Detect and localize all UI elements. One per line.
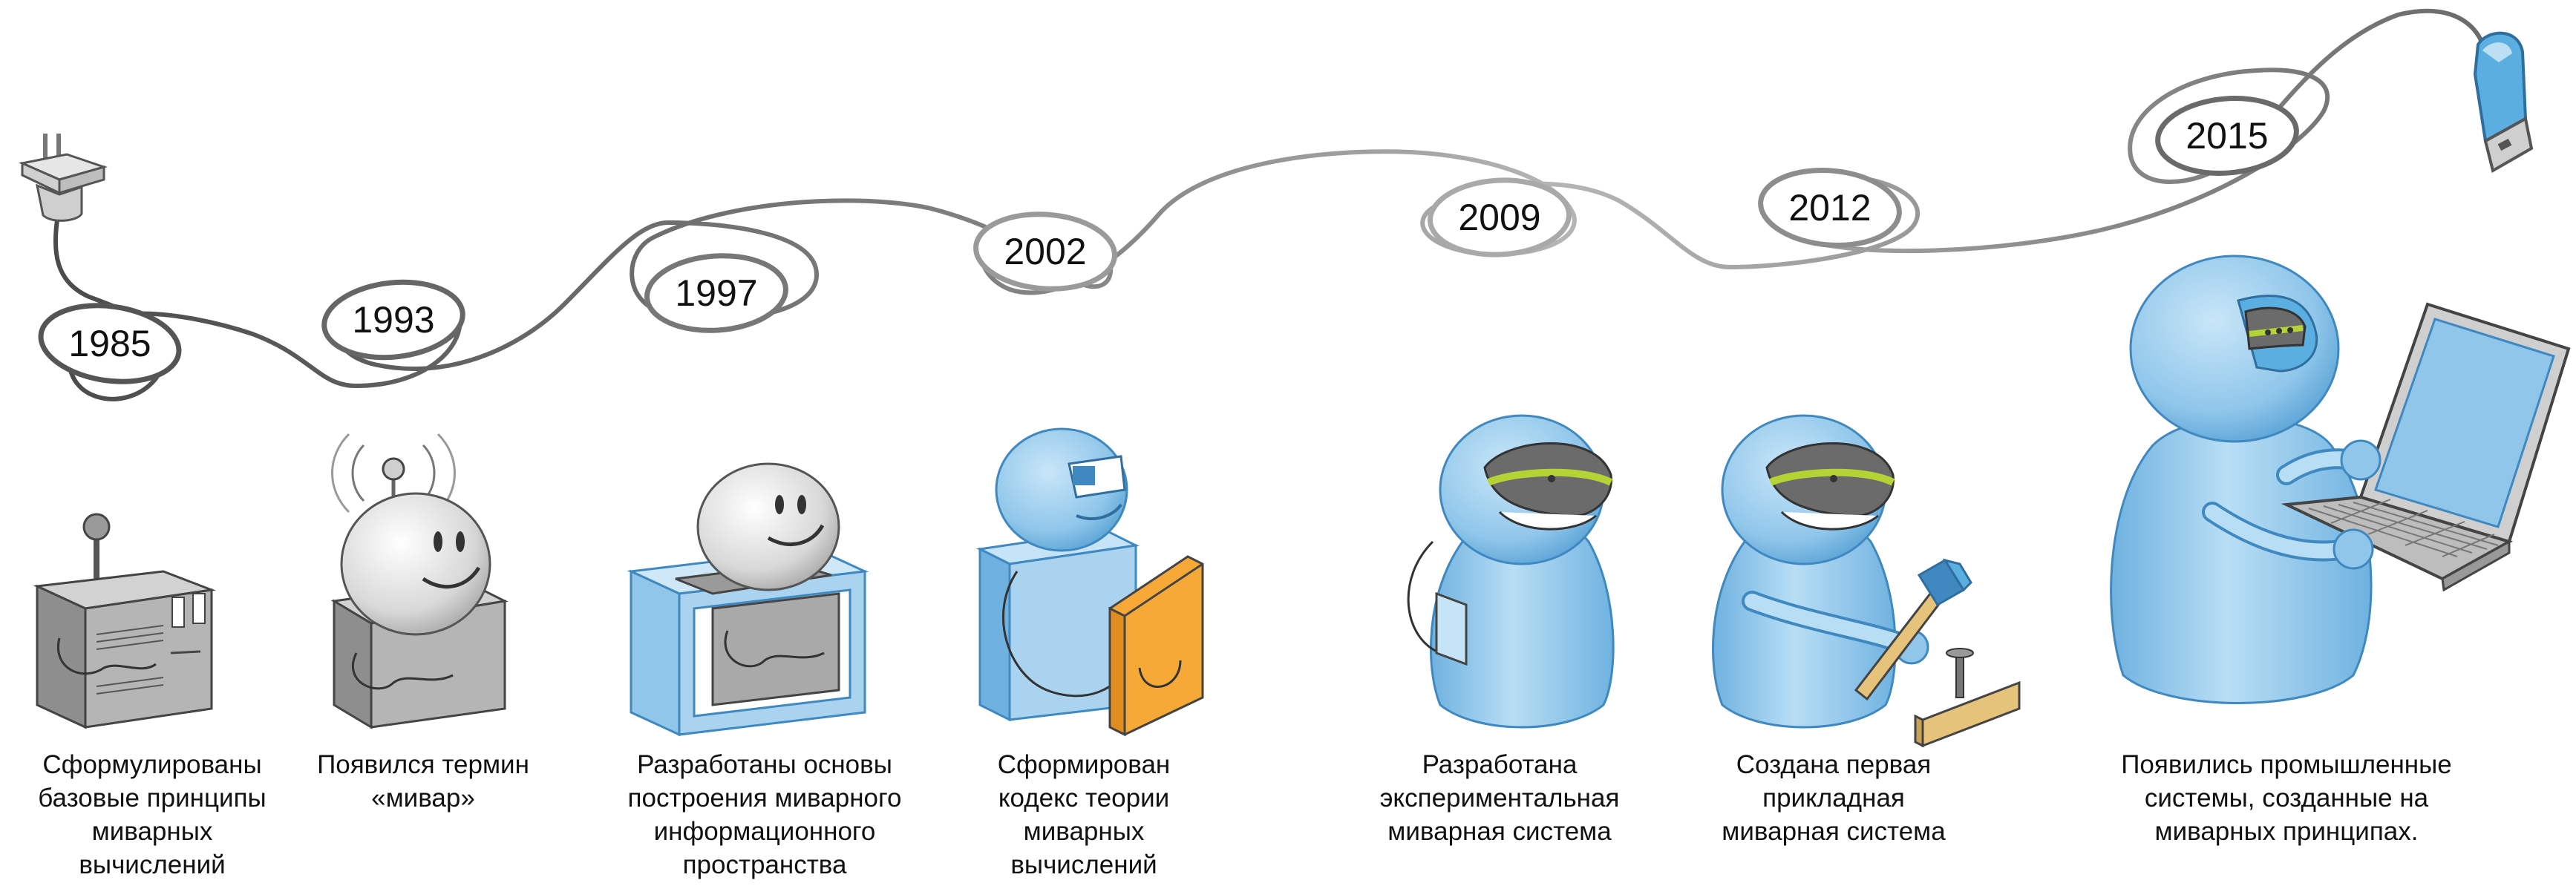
milestone-caption-2002: Сформирован кодекс теории миварных вычис…: [943, 748, 1225, 882]
caption-line: Сформирован: [997, 750, 1171, 779]
milestone-caption-1993: Появился термин «мивар»: [267, 748, 579, 815]
caption-line: миварных: [91, 817, 213, 846]
book-icon: [1108, 555, 1204, 737]
caption-line: Появились промышленные: [2121, 750, 2452, 779]
robot-1993-antenna: [330, 433, 509, 729]
laptop-icon: [2281, 302, 2571, 592]
caption-line: базовые принципы: [38, 784, 267, 813]
caption-line: Разработаны основы: [637, 750, 892, 779]
caption-line: прикладная: [1762, 784, 1905, 813]
caption-line: Разработана: [1422, 750, 1578, 779]
caption-line: информационного: [653, 817, 876, 846]
year-label: 2012: [1788, 187, 1871, 229]
caption-line: Появился термин: [317, 750, 529, 779]
caption-line: миварная система: [1722, 817, 1946, 846]
usb-plug-icon: [2473, 31, 2534, 174]
caption-line: миварная система: [1387, 817, 1612, 846]
caption-line: системы, созданные на: [2144, 784, 2429, 813]
year-loop: [38, 303, 182, 384]
year-label: 2009: [1458, 197, 1540, 238]
caption-line: «мивар»: [371, 784, 475, 813]
year-labels: 1985 1993 1997 2002 2009 2012 2015: [38, 96, 2299, 384]
milestone-caption-2009: Разработана экспериментальная миварная с…: [1336, 748, 1663, 848]
caption-line: вычислений: [1010, 850, 1157, 879]
robot-1985-box: [33, 513, 216, 729]
caption-line: вычислений: [79, 850, 226, 879]
caption-line: экспериментальная: [1379, 784, 1620, 813]
caption-line: пространства: [682, 850, 847, 879]
caption-line: кодекс теории: [998, 784, 1170, 813]
robot-2012-hammer: [1712, 414, 2021, 748]
year-loop: [644, 253, 788, 333]
robot-2009-experimental: [1407, 414, 1615, 729]
year-loop: [973, 211, 1117, 292]
caption-line: Создана первая: [1736, 750, 1932, 779]
milestone-caption-2015: Появились промышленные системы, созданны…: [2093, 748, 2479, 848]
hammer-icon: [1854, 558, 1972, 701]
caption-line: Сформулированы: [42, 750, 262, 779]
year-label: 2002: [1004, 231, 1086, 272]
caption-line: построения миварного: [627, 784, 902, 813]
power-plug-icon: [19, 134, 108, 222]
robot-2002-book: [976, 427, 1204, 737]
year-loop: [1427, 177, 1572, 257]
robot-2015-industrial: [2110, 255, 2571, 704]
year-loop: [2155, 96, 2299, 176]
year-loop: [321, 279, 465, 361]
caption-line: миварных принципах.: [2154, 817, 2419, 846]
robot-1997-frame: [627, 462, 869, 737]
milestone-caption-1997: Разработаны основы построения миварного …: [586, 748, 943, 882]
year-loop: [1758, 168, 1902, 248]
year-label: 2015: [2186, 115, 2268, 157]
year-label: 1993: [352, 299, 434, 341]
caption-line: миварных: [1023, 817, 1145, 846]
year-label: 1985: [68, 323, 151, 364]
milestone-caption-1985: Сформулированы базовые принципы миварных…: [0, 748, 304, 882]
milestone-caption-2012: Создана первая прикладная миварная систе…: [1670, 748, 1997, 848]
year-label: 1997: [675, 272, 757, 314]
